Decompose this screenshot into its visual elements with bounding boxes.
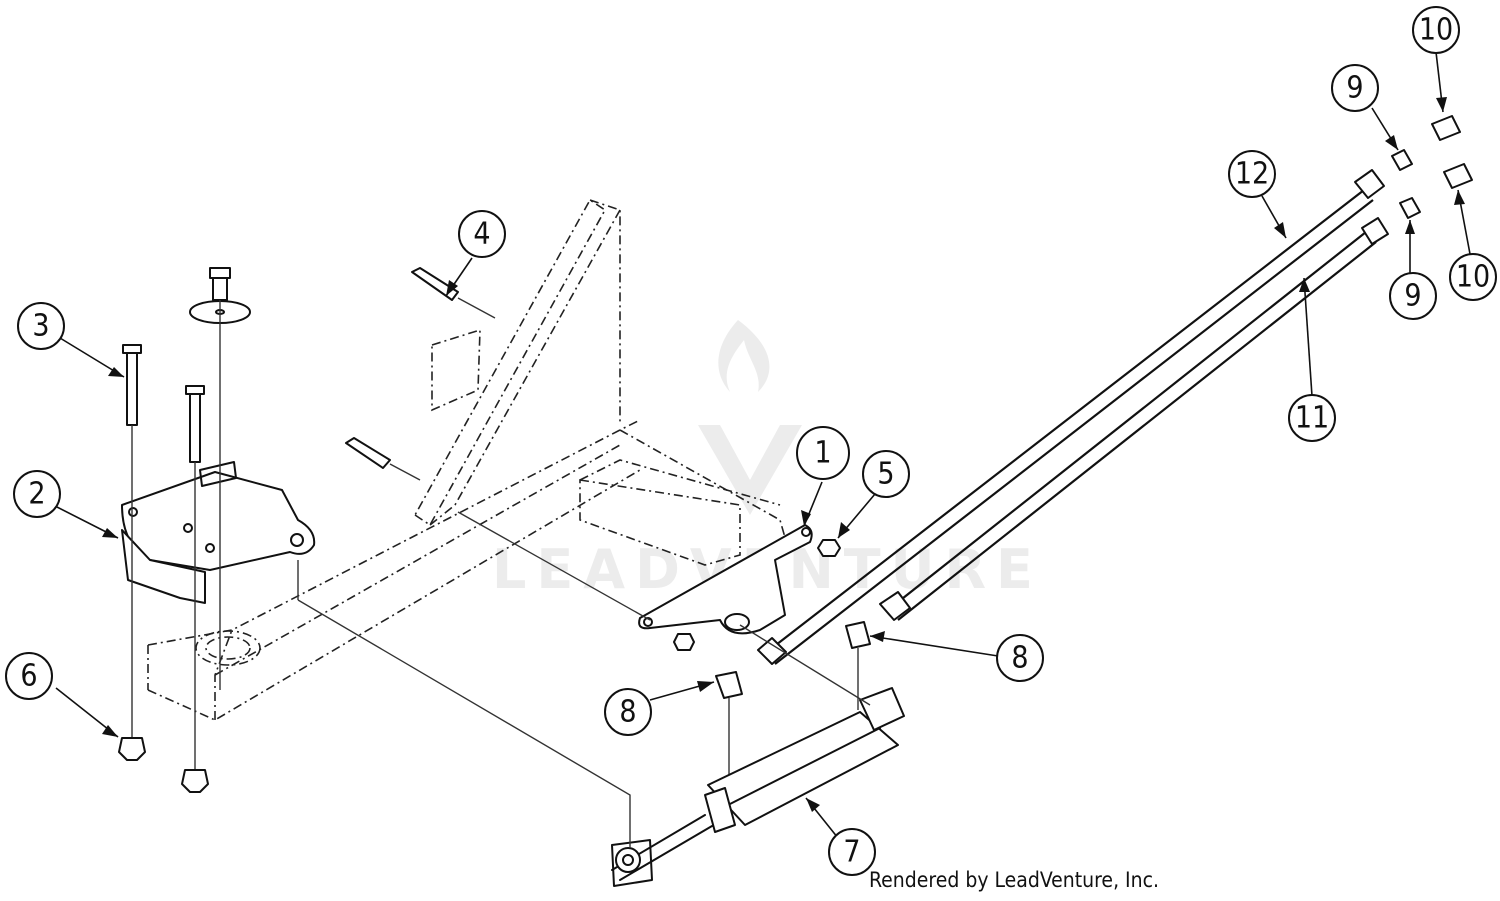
callout-12-label: 12 (1235, 157, 1269, 192)
callout-4-label: 4 (473, 217, 490, 252)
callout-2: 2 (13, 470, 61, 518)
callout-11-label: 11 (1295, 401, 1329, 436)
callout-6-label: 6 (20, 659, 37, 694)
callout-5-label: 5 (877, 457, 894, 492)
frame-outline (147, 198, 791, 721)
callout-7: 7 (828, 828, 876, 876)
callout-1-label: 1 (814, 436, 831, 471)
leader-lines (54, 51, 1471, 839)
hydraulic-hoses (757, 115, 1473, 665)
callout-9-bottom: 9 (1389, 272, 1437, 320)
callout-7-label: 7 (843, 835, 860, 870)
callout-10-top-label: 10 (1419, 13, 1453, 48)
callout-2-label: 2 (28, 477, 45, 512)
callout-4: 4 (458, 210, 506, 258)
callout-11: 11 (1288, 394, 1336, 442)
callout-9-bottom-label: 9 (1404, 279, 1421, 314)
callout-6: 6 (5, 652, 53, 700)
callout-8-left-label: 8 (619, 695, 636, 730)
hardware-bolts (118, 267, 841, 793)
hydraulic-cylinder (611, 687, 905, 887)
render-credit: Rendered by LeadVenture, Inc. (869, 868, 1159, 892)
callout-10-bottom: 10 (1449, 253, 1497, 301)
callout-12: 12 (1228, 150, 1276, 198)
callout-10-top: 10 (1412, 6, 1460, 54)
pivot-link (638, 524, 813, 635)
callout-9-top-label: 9 (1346, 71, 1363, 106)
mounting-bracket (121, 461, 316, 604)
callout-1: 1 (796, 426, 850, 480)
callout-3: 3 (17, 302, 65, 350)
flame-logo-icon (698, 320, 802, 515)
callout-8-right: 8 (996, 634, 1044, 682)
callout-10-bottom-label: 10 (1456, 260, 1490, 295)
callout-5: 5 (862, 450, 910, 498)
assembly-lines (297, 297, 871, 848)
callout-9-top: 9 (1331, 64, 1379, 112)
callout-8-left: 8 (604, 688, 652, 736)
callout-3-label: 3 (32, 309, 49, 344)
callout-8-right-label: 8 (1011, 641, 1028, 676)
elbow-fittings (715, 621, 871, 785)
